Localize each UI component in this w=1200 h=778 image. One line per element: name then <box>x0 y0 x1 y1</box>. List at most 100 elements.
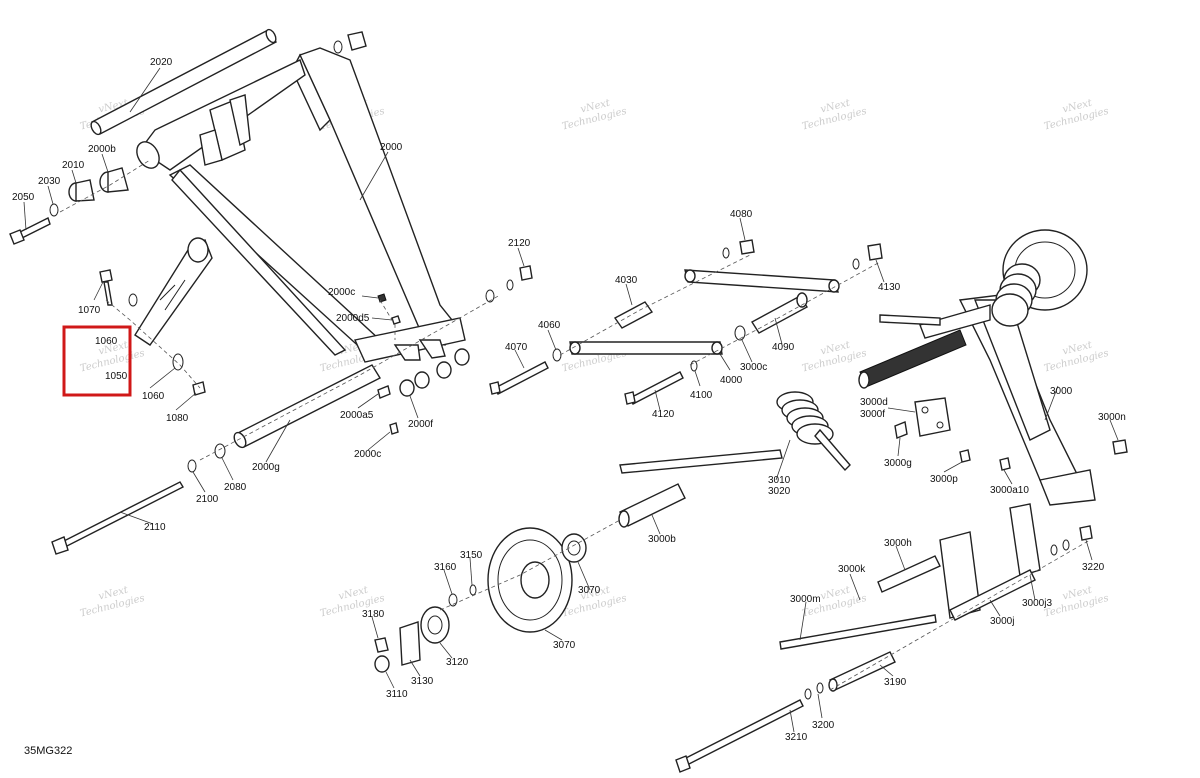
bushing-2010[interactable] <box>68 179 95 202</box>
wheel-3070[interactable] <box>487 527 573 633</box>
callout-1060b[interactable]: 1060 <box>142 391 165 402</box>
washer-2030[interactable] <box>49 203 59 217</box>
rear-arm-3000[interactable] <box>879 294 1096 506</box>
callout-3000k[interactable]: 3000k <box>838 564 866 575</box>
shaft-3000h[interactable] <box>877 555 941 593</box>
callout-3070b[interactable]: 3070 <box>578 585 601 596</box>
washer-2100[interactable] <box>187 459 197 473</box>
bushing-top[interactable] <box>347 31 367 51</box>
bolt-2050[interactable] <box>9 217 51 245</box>
callout-1070[interactable]: 1070 <box>78 305 101 316</box>
callout-3130[interactable]: 3130 <box>411 676 434 687</box>
callout-2030[interactable]: 2030 <box>38 176 61 187</box>
callout-3150[interactable]: 3150 <box>460 550 483 561</box>
callout-3220[interactable]: 3220 <box>1082 562 1105 573</box>
bushing-2000f[interactable] <box>399 348 470 397</box>
plate-3130[interactable] <box>399 621 421 666</box>
callout-2020[interactable]: 2020 <box>150 57 173 68</box>
nut-3000n[interactable] <box>1112 439 1128 455</box>
washer-3200b[interactable] <box>804 688 812 700</box>
callout-4130[interactable]: 4130 <box>878 282 901 293</box>
callout-3070[interactable]: 3070 <box>553 640 576 651</box>
bolt-3210[interactable] <box>675 699 804 773</box>
callout-4100[interactable]: 4100 <box>690 390 713 401</box>
washer-4130[interactable] <box>852 258 860 270</box>
callout-3000d[interactable]: 3000d <box>860 397 888 408</box>
callout-3000h[interactable]: 3000h <box>884 538 912 549</box>
bolt-4070[interactable] <box>489 361 549 395</box>
callout-3200[interactable]: 3200 <box>812 720 835 731</box>
bushing-2120[interactable] <box>519 265 533 281</box>
spacer-4030[interactable] <box>613 301 654 329</box>
bracket-3000d[interactable] <box>914 397 951 437</box>
shock-rod[interactable] <box>858 329 967 389</box>
bolt-2000c[interactable] <box>377 293 387 303</box>
sleeve-3000b[interactable] <box>618 483 686 528</box>
bolt-3180[interactable] <box>374 637 389 653</box>
callout-3000f[interactable]: 3000f <box>860 409 885 420</box>
washer-4100[interactable] <box>690 360 698 372</box>
bolt-3000p[interactable] <box>959 449 971 463</box>
spacer-4090[interactable] <box>751 292 808 334</box>
washer-3220a[interactable] <box>1062 539 1070 551</box>
washer-3160[interactable] <box>448 593 458 607</box>
spring-assembly[interactable] <box>991 229 1088 327</box>
shaft-2000g[interactable] <box>232 364 381 449</box>
arm-4000[interactable] <box>569 341 723 355</box>
callout-3000n[interactable]: 3000n <box>1098 412 1126 423</box>
callout-3000b[interactable]: 3000b <box>648 534 676 545</box>
bushing-4130[interactable] <box>867 243 883 261</box>
callout-3120[interactable]: 3120 <box>446 657 469 668</box>
washer-2120b[interactable] <box>485 289 495 303</box>
callout-1050[interactable]: 1050 <box>105 371 128 382</box>
washer-3000c[interactable] <box>734 325 746 341</box>
callout-4120[interactable]: 4120 <box>652 409 675 420</box>
nut-3000a10[interactable] <box>999 457 1011 471</box>
callout-4030[interactable]: 4030 <box>615 275 638 286</box>
callout-3010[interactable]: 3010 <box>768 475 791 486</box>
callout-2000c[interactable]: 2000c <box>328 287 355 298</box>
callout-3110[interactable]: 3110 <box>386 689 408 700</box>
callout-3000g[interactable]: 3000g <box>884 458 912 469</box>
callout-3000c[interactable]: 3000c <box>740 362 767 373</box>
bolt-1070[interactable] <box>99 269 113 306</box>
callout-3000[interactable]: 3000 <box>1050 386 1073 397</box>
bracket-3000j[interactable] <box>939 503 1041 621</box>
washer-3150[interactable] <box>469 584 477 596</box>
callout-3000a10[interactable]: 3000a10 <box>990 485 1029 496</box>
hub-3120[interactable] <box>420 606 450 644</box>
washer-3220b[interactable] <box>1050 544 1058 556</box>
callout-3160[interactable]: 3160 <box>434 562 457 573</box>
callout-4070[interactable]: 4070 <box>505 342 528 353</box>
callout-2120[interactable]: 2120 <box>508 238 531 249</box>
washer-1060b[interactable] <box>172 353 184 371</box>
callout-3180[interactable]: 3180 <box>362 609 385 620</box>
washer-top[interactable] <box>333 40 343 54</box>
washer-2080[interactable] <box>214 443 226 459</box>
bolt-3000m[interactable] <box>779 614 937 650</box>
bolt-2000c-lower[interactable] <box>389 422 399 435</box>
callout-3000j[interactable]: 3000j <box>990 616 1014 627</box>
shaft-2020[interactable] <box>89 28 278 136</box>
callout-2000d5[interactable]: 2000d5 <box>336 313 370 324</box>
callout-3020[interactable]: 3020 <box>768 486 791 497</box>
bolt-2110[interactable] <box>51 481 184 555</box>
washer-3200a[interactable] <box>816 682 824 694</box>
callout-3000j3[interactable]: 3000j3 <box>1022 598 1052 609</box>
torsion-spring-3010[interactable] <box>619 391 851 474</box>
arm-4030[interactable] <box>684 269 840 293</box>
callout-4080[interactable]: 4080 <box>730 209 753 220</box>
callout-3000p[interactable]: 3000p <box>930 474 958 485</box>
callout-4090[interactable]: 4090 <box>772 342 795 353</box>
callout-2050[interactable]: 2050 <box>12 192 35 203</box>
callout-3190[interactable]: 3190 <box>884 677 907 688</box>
callout-3000m[interactable]: 3000m <box>790 594 821 605</box>
callout-2000a5[interactable]: 2000a5 <box>340 410 374 421</box>
callout-2080[interactable]: 2080 <box>224 482 247 493</box>
nut-3000g[interactable] <box>894 421 908 439</box>
callout-2000[interactable]: 2000 <box>380 142 403 153</box>
nut-3220[interactable] <box>1079 525 1093 541</box>
washer-2120a[interactable] <box>506 279 514 291</box>
callout-1080[interactable]: 1080 <box>166 413 189 424</box>
callout-2000g[interactable]: 2000g <box>252 462 280 473</box>
